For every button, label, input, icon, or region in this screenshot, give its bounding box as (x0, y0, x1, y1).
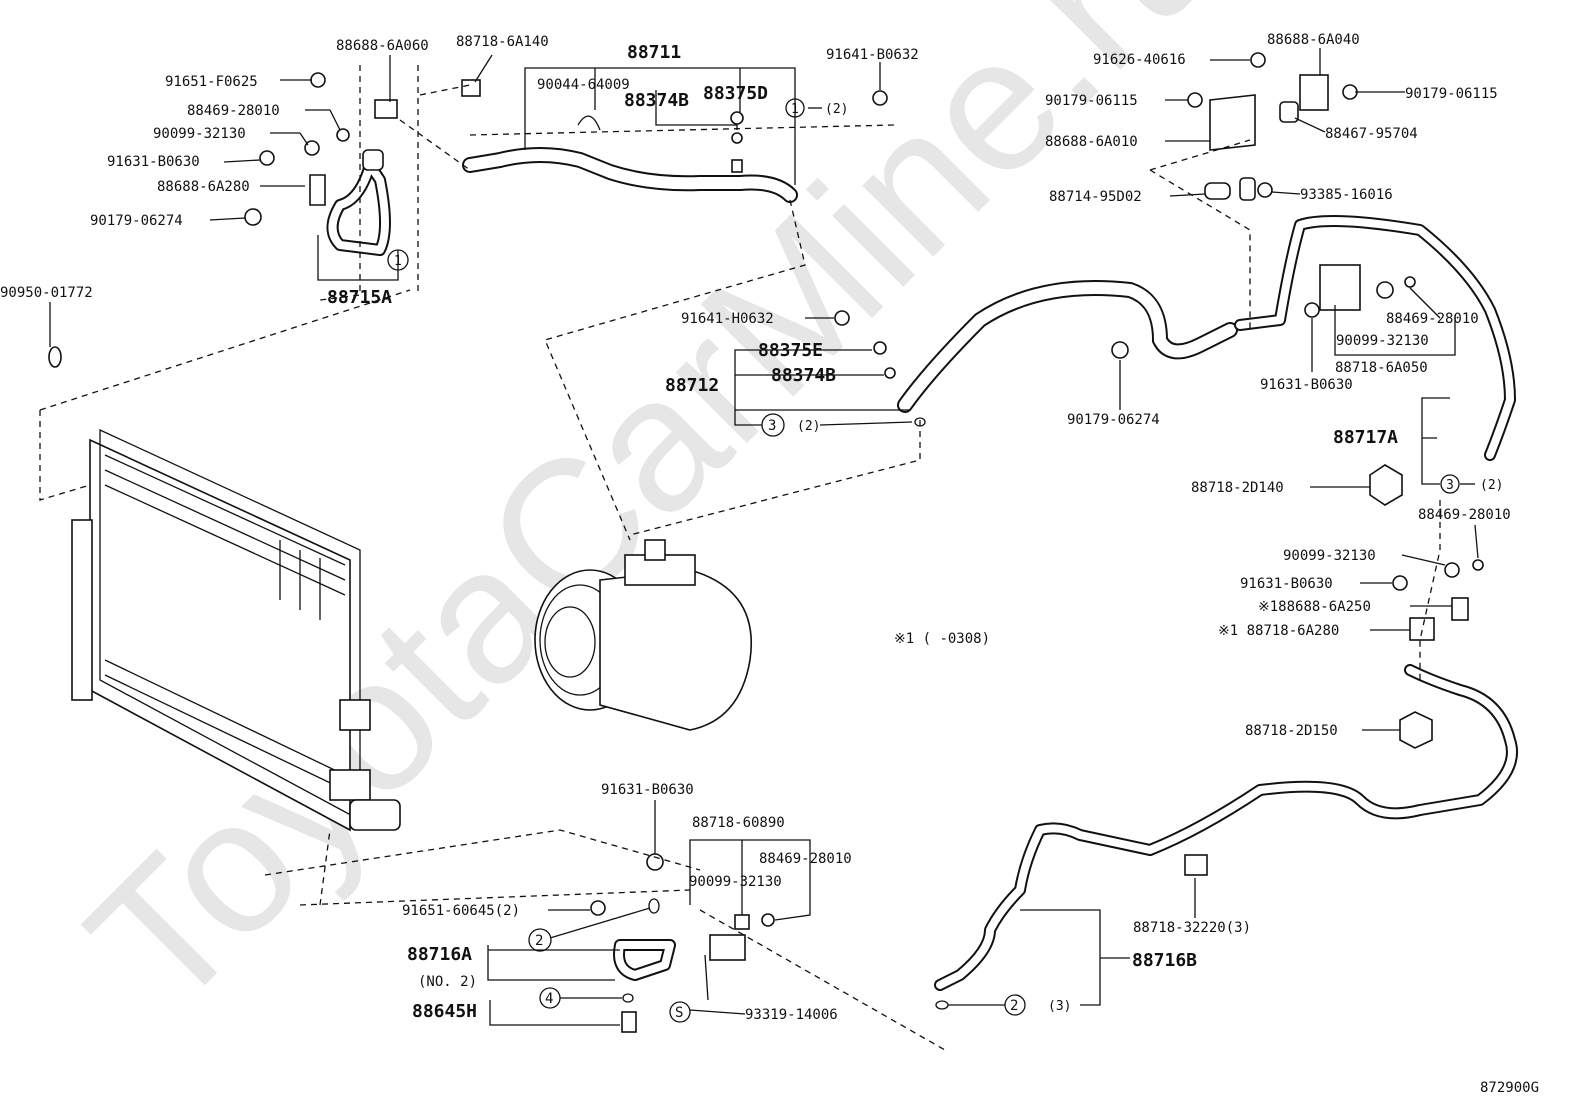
label-90099-32130-a: 90099-32130 (153, 126, 246, 142)
label-88716A: 88716A (407, 944, 472, 965)
label-88469-28010-d: 88469-28010 (759, 851, 852, 867)
label-91651-60645: 91651-60645(2) (402, 903, 520, 919)
svg-text:2: 2 (535, 933, 543, 949)
label-88718-2D150: 88718-2D150 (1245, 723, 1338, 739)
label-88712: 88712 (665, 375, 719, 396)
label-88714-95D02: 88714-95D02 (1049, 189, 1142, 205)
hose-88712 (897, 280, 1238, 413)
label-88716B: 88716B (1132, 950, 1197, 971)
label-88717A: 88717A (1333, 427, 1398, 448)
label-91631-B0630-c: 91631-B0630 (1240, 576, 1333, 592)
label-90950-01772: 90950-01772 (0, 285, 93, 301)
label-90179-06274-a: 90179-06274 (90, 213, 183, 229)
qty-3: (3) (1048, 999, 1071, 1014)
label-88645H: 88645H (412, 1001, 477, 1022)
label-88715A: 88715A (327, 287, 392, 308)
label-88374B-b: 88374B (771, 365, 836, 386)
label-91641-B0632-a: 91641-B0632 (826, 47, 919, 63)
svg-text:3: 3 (1446, 478, 1454, 493)
callout-2-88716A: 2 (528, 928, 552, 952)
qty-2-c: (2) (1480, 478, 1503, 493)
svg-text:1: 1 (394, 254, 402, 269)
label-88718-6A140: 88718-6A140 (456, 34, 549, 50)
label-88718-60890: 88718-60890 (692, 815, 785, 831)
label-88374B-a: 88374B (624, 90, 689, 111)
label-88469-28010-c: 88469-28010 (1418, 507, 1511, 523)
label-90179-06115-a: 90179-06115 (1045, 93, 1138, 109)
callout-3-88712: 3 (761, 413, 785, 437)
label-90044-64009: 90044-64009 (537, 77, 630, 93)
callouts: 1 1 3 3 2 4 S 2 (387, 98, 1460, 1023)
callout-3-88717A: 3 (1440, 474, 1460, 494)
label-88469-28010-b: 88469-28010 (1386, 311, 1479, 327)
callout-S-93319: S (669, 1001, 691, 1023)
label-88375E: 88375E (758, 340, 823, 361)
label-90179-06115-b: 90179-06115 (1405, 86, 1498, 102)
label-88467-95704: 88467-95704 (1325, 126, 1418, 142)
note-applicability: ※1 ( -0308) (894, 631, 990, 647)
label-88716A-sub: (NO. 2) (418, 974, 477, 990)
label-88688-6A010: 88688-6A010 (1045, 134, 1138, 150)
label-88718-2D140: 88718-2D140 (1191, 480, 1284, 496)
svg-text:3: 3 (768, 418, 776, 434)
qty-2-b: (2) (797, 419, 820, 434)
callout-1-left: 1 (387, 249, 409, 271)
label-90099-32130-c: 90099-32130 (1283, 548, 1376, 564)
pipe-88716A (613, 939, 676, 981)
label-91626-40616: 91626-40616 (1093, 52, 1186, 68)
label-88688-6A040: 88688-6A040 (1267, 32, 1360, 48)
qty-2-a: (2) (825, 102, 848, 117)
pipe-88716B (934, 664, 1518, 991)
label-90099-32130-b: 90099-32130 (1336, 333, 1429, 349)
callout-2-88716B: 2 (1004, 994, 1026, 1016)
hose-88711 (462, 147, 798, 203)
svg-text:1: 1 (791, 102, 799, 117)
label-88688-6A250: ※188688-6A250 (1258, 599, 1371, 615)
svg-text:S: S (675, 1005, 683, 1021)
label-90179-06274-b: 90179-06274 (1067, 412, 1160, 428)
label-88469-28010-a: 88469-28010 (187, 103, 280, 119)
pipe-88715A (326, 159, 391, 256)
label-88375D: 88375D (703, 83, 768, 104)
label-90099-32130-d: 90099-32130 (689, 874, 782, 890)
callout-4-88645H: 4 (539, 987, 561, 1009)
condenser (71, 428, 401, 832)
label-88718-6A280: ※1 88718-6A280 (1218, 623, 1339, 639)
label-91631-B0630-d: 91631-B0630 (601, 782, 694, 798)
label-93385-16016: 93385-16016 (1300, 187, 1393, 203)
compressor (534, 539, 752, 731)
label-91651-F0625: 91651-F0625 (165, 74, 258, 90)
label-93319-14006: 93319-14006 (745, 1007, 838, 1023)
label-88688-6A060: 88688-6A060 (336, 38, 429, 54)
callout-1-top: 1 (785, 98, 805, 118)
label-91631-B0630-a: 91631-B0630 (107, 154, 200, 170)
label-88718-32220: 88718-32220(3) (1133, 920, 1251, 936)
svg-text:4: 4 (545, 991, 553, 1007)
label-88711: 88711 (627, 42, 681, 63)
diagram-code: 872900G (1480, 1080, 1539, 1096)
label-91641-H0632: 91641-H0632 (681, 311, 774, 327)
label-88688-6A280: 88688-6A280 (157, 179, 250, 195)
label-88718-6A050: 88718-6A050 (1335, 360, 1428, 376)
part-labels: 88688-6A060 88718-6A140 91651-F0625 8846… (0, 32, 1539, 1096)
pipe-88717A (1234, 215, 1516, 461)
condenser-fins (104, 454, 346, 791)
svg-text:2: 2 (1010, 998, 1018, 1014)
label-91631-B0630-b: 91631-B0630 (1260, 377, 1353, 393)
dashed-lines (39, 65, 1441, 1051)
leader-lines (49, 48, 1479, 1026)
small-parts (48, 52, 1484, 1033)
